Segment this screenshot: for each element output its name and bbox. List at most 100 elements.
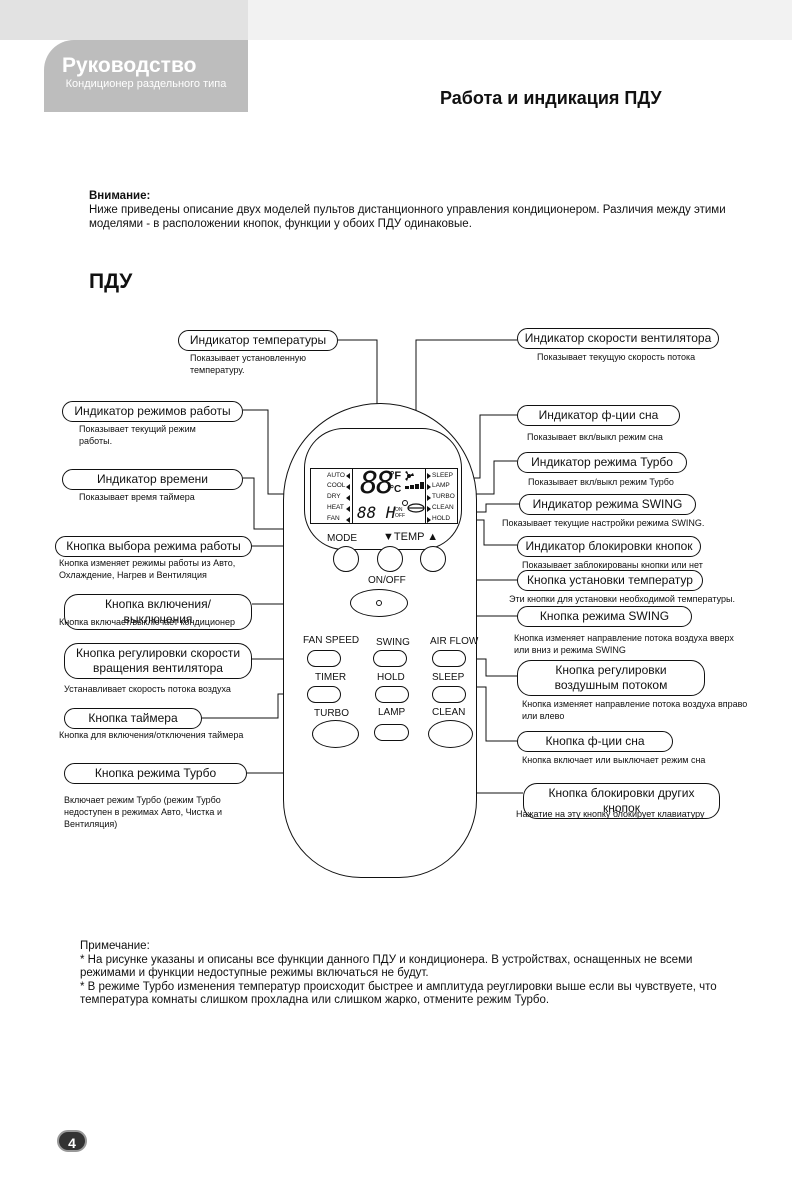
page-title: Работа и индикация ПДУ (440, 88, 662, 108)
lcd-mode-dry: DRY (327, 493, 341, 500)
callout-mode-indicator: Индикатор режимов работы (62, 401, 243, 422)
timer-button-label: TIMER (315, 672, 347, 683)
callout-turbo-indicator: Индикатор режима Турбо (517, 452, 687, 473)
lcd-mode-auto: AUTO (327, 472, 345, 479)
fan-speed-button[interactable] (307, 650, 341, 667)
callout-fan-speed-indicator: Индикатор скорости вентилятора (517, 328, 719, 349)
warning-text: Ниже приведены описание двух моделей пул… (89, 204, 726, 230)
hold-button[interactable] (375, 686, 409, 703)
callout-lock-indicator: Индикатор блокировки кнопок (517, 536, 701, 557)
lcd-center-panel (352, 468, 426, 524)
manual-title: Руководство (62, 54, 197, 77)
clean-button-label: CLEAN (432, 707, 466, 718)
callout-swing-indicator-desc: Показывает текущие настройки режима SWIN… (502, 518, 705, 528)
header-tab (0, 0, 248, 40)
lcd-mode-heat: HEAT (327, 504, 344, 511)
airflow-button-label: AIR FLOW (430, 636, 479, 647)
callout-fan-speed-indicator-desc: Показывает текущую скорость потока (537, 352, 696, 362)
callout-fan-speed-button: Кнопка регулировки скорости вращения вен… (64, 643, 252, 679)
lamp-button[interactable] (374, 724, 409, 741)
turbo-button[interactable] (312, 720, 359, 748)
callout-temp-button: Кнопка установки температур (517, 570, 703, 591)
callout-sleep-indicator: Индикатор ф-ции сна (517, 405, 680, 426)
hold-button-label: HOLD (377, 672, 405, 683)
lcd-func-pointer-icons (427, 473, 431, 523)
power-dot-icon (376, 600, 382, 606)
manual-subtitle: Кондиционер раздельного типа (65, 78, 227, 90)
callout-time-indicator: Индикатор времени (62, 469, 243, 490)
callout-turbo-button-desc: Включает режим Турбо (режим Турбо недост… (64, 795, 222, 829)
callout-swing-button: Кнопка режима SWING (517, 606, 692, 627)
callout-turbo-indicator-desc: Показывает вкл/выкл режим Турбо (528, 477, 674, 487)
swing-flap-icon (407, 503, 425, 513)
lcd-display (310, 468, 458, 524)
swing-button-label: SWING (376, 637, 410, 648)
callout-lock-indicator-desc: Показывает заблокированы кнопки или нет (522, 560, 703, 570)
callout-power-button: Кнопка включения/выключения (64, 594, 252, 630)
callout-temp-indicator-desc: Показывает установленную температуру. (190, 353, 307, 375)
callout-swing-indicator: Индикатор режима SWING (519, 494, 696, 515)
note-line-1: * На рисунке указаны и описаны все функц… (80, 953, 693, 980)
callout-mode-button-desc: Кнопка изменяет режимы работы из Авто, О… (59, 558, 236, 580)
callout-sleep-indicator-desc: Показывает вкл/выкл режим сна (527, 432, 663, 442)
timer-clock-icon (402, 500, 408, 506)
sleep-button-label: SLEEP (432, 672, 465, 683)
lcd-mode-cool: COOL (327, 482, 346, 489)
callout-lock-button: Кнопка блокировки других кнопок (523, 783, 720, 819)
swing-button[interactable] (373, 650, 407, 667)
callout-mode-indicator-desc: Показывает текущий режим работы. (79, 424, 196, 446)
fan-speed-button-label: FAN SPEED (303, 635, 360, 646)
lcd-on-off: ON OFF (395, 507, 405, 519)
lcd-func-sleep: SLEEP (432, 472, 453, 479)
lcd-time-digits: 88 H (357, 503, 396, 522)
callout-timer-button-desc: Кнопка для включения/отключения таймера (59, 730, 244, 740)
callout-temp-indicator: Индикатор температуры (178, 330, 338, 351)
onoff-button-label: ON/OFF (368, 575, 406, 586)
lcd-mode-fan: FAN (327, 515, 340, 522)
note-title: Примечание: (80, 940, 150, 952)
lcd-func-clean: CLEAN (432, 504, 454, 511)
note-line-2: * В режиме Турбо изменения температур пр… (80, 980, 717, 1007)
warning-title: Внимание: (89, 190, 151, 202)
lcd-icons (402, 471, 425, 513)
callout-time-indicator-desc: Показывает время таймера (79, 492, 195, 502)
header-box (44, 40, 248, 112)
sleep-button[interactable] (432, 686, 466, 703)
callout-power-button-desc: Кнопка включает/выключает кондиционер (59, 617, 235, 627)
callout-sleep-button-desc: Кнопка включает или выключает режим сна (522, 755, 706, 765)
mode-button-label: MODE (327, 533, 357, 544)
timer-button[interactable] (307, 686, 341, 703)
lcd-func-lamp: LAMP (432, 482, 450, 489)
fan-icon (405, 471, 414, 481)
callout-fan-speed-button-desc: Устанавливает скорость потока воздуха (64, 684, 231, 694)
callout-turbo-button: Кнопка режима Турбо (64, 763, 247, 784)
lcd-func-turbo: TURBO (432, 493, 455, 500)
airflow-button[interactable] (432, 650, 466, 667)
callout-sleep-button: Кнопка ф-ции сна (517, 731, 673, 752)
note-block: Примечание: * На рисунке указаны и описа… (80, 940, 730, 1008)
callout-lock-button-desc: Нажатие на эту кнопку блокирует клавиату… (516, 809, 705, 819)
temp-down-button[interactable] (377, 546, 403, 572)
lcd-bezel (304, 428, 462, 550)
lamp-button-label: LAMP (378, 707, 406, 718)
lcd-func-hold: HOLD (432, 515, 451, 522)
temp-button-label: ▼TEMP ▲ (383, 531, 439, 543)
temp-up-button[interactable] (420, 546, 446, 572)
callout-timer-button: Кнопка таймера (64, 708, 202, 729)
fan-speed-bars-icon (405, 482, 424, 489)
onoff-button[interactable] (350, 589, 408, 617)
callout-temp-button-desc: Эти кнопки для установки необходимой тем… (509, 594, 735, 604)
callout-swing-button-desc: Кнопка изменяет направление потока возду… (514, 633, 734, 655)
lcd-unit-c: °C (390, 484, 402, 495)
mode-button[interactable] (333, 546, 359, 572)
callout-mode-button: Кнопка выбора режима работы (55, 536, 252, 557)
page-number: 4 (57, 1130, 87, 1152)
turbo-button-label: TURBO (314, 708, 349, 719)
callout-airflow-button-desc: Кнопка изменяет направление потока возду… (522, 699, 748, 721)
lcd-unit-f: °F (390, 470, 402, 482)
lcd-mode-pointer-icons (346, 473, 350, 523)
section-title: ПДУ (89, 270, 133, 293)
callout-airflow-button: Кнопка регулировки воздушным потоком (517, 660, 705, 696)
lcd-temperature-digits: 88 (360, 466, 394, 501)
clean-button[interactable] (428, 720, 473, 748)
